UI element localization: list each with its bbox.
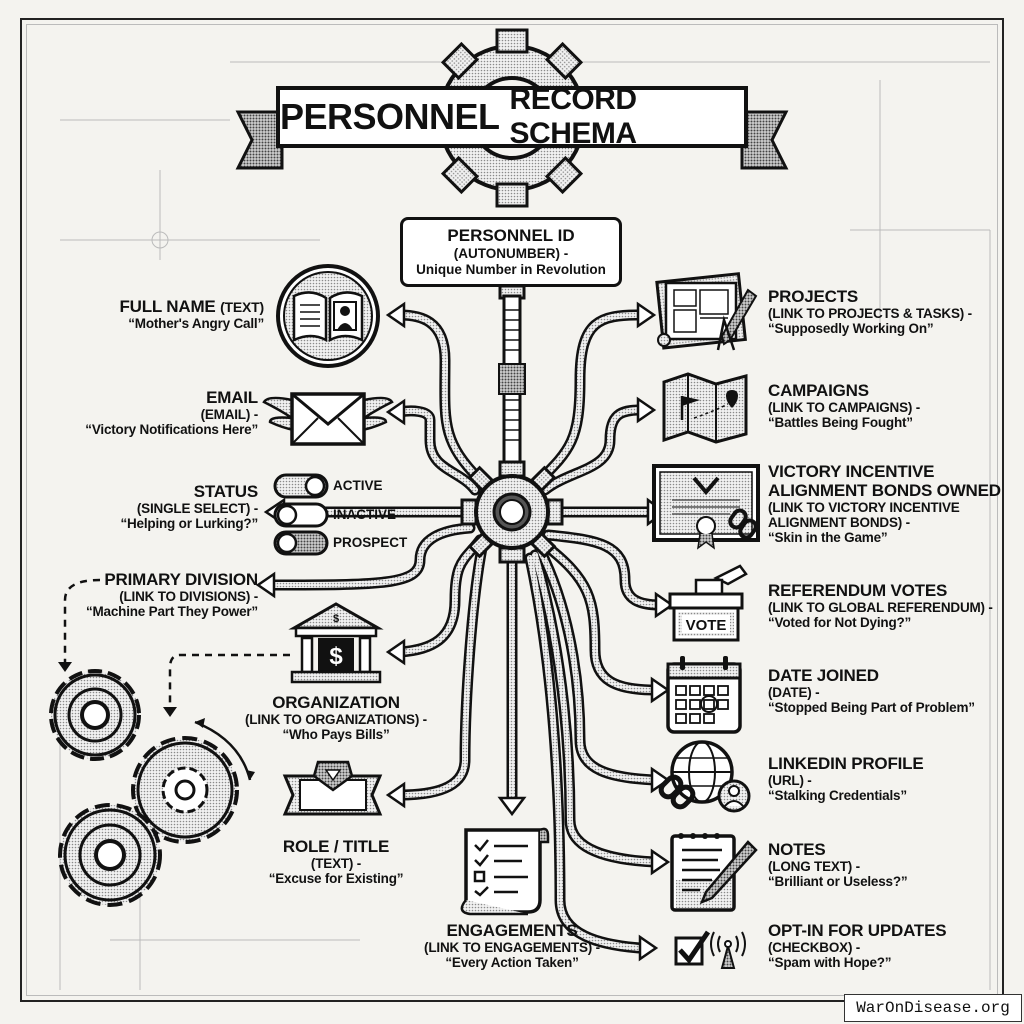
- field-description: “Excuse for Existing”: [268, 871, 404, 887]
- field-description: “Spam with Hope?”: [768, 955, 892, 971]
- field-type-line2: ALIGNMENT BONDS) -: [768, 515, 910, 531]
- badge-ribbon-icon: [282, 760, 383, 816]
- field-name: NOTES: [768, 840, 826, 859]
- field-name-line2: ALIGNMENT BONDS OWNED: [768, 481, 1001, 501]
- field-name-line1: VICTORY INCENTIVE: [768, 462, 935, 481]
- field-name: PERSONNEL ID: [447, 226, 575, 245]
- field-description: “Victory Notifications Here”: [85, 422, 258, 438]
- field-type: (TEXT): [220, 299, 264, 315]
- ballot-box-icon: VOTE: [668, 564, 748, 642]
- inner-frame: [26, 24, 998, 996]
- field-name: FULL NAME: [119, 297, 216, 316]
- field-projects: PROJECTS (LINK TO PROJECTS & TASKS) - “S…: [768, 287, 972, 336]
- field-type: (LINK TO ORGANIZATIONS) -: [245, 712, 427, 728]
- field-linkedin-profile: LINKEDIN PROFILE (URL) - “Stalking Crede…: [768, 754, 924, 804]
- watermark-link[interactable]: WarOnDisease.org: [844, 994, 1022, 1022]
- title-secondary: RECORD SCHEMA: [509, 83, 638, 150]
- field-referendum-votes: REFERENDUM VOTES (LINK TO GLOBAL REFEREN…: [768, 581, 993, 630]
- vote-icon-text: VOTE: [686, 617, 727, 634]
- field-type: (AUTONUMBER) -: [453, 246, 569, 261]
- field-email: EMAIL (EMAIL) - “Victory Notifications H…: [85, 388, 258, 437]
- gears-icon: [49, 669, 255, 907]
- dashed-flow: [63, 578, 290, 710]
- field-name: ORGANIZATION: [272, 693, 400, 712]
- book-portrait-icon: [276, 264, 380, 368]
- field-type: (LINK TO DIVISIONS) -: [119, 589, 258, 605]
- outer-frame: [20, 18, 1004, 1002]
- blueprint-icon: [655, 272, 758, 351]
- field-full-name: FULL NAME (TEXT) “Mother's Angry Call”: [119, 297, 264, 331]
- central-hub-icon: [460, 460, 564, 564]
- field-description: “Mother's Angry Call”: [128, 316, 264, 332]
- field-notes: NOTES (LONG TEXT) - “Brilliant or Useles…: [768, 840, 908, 890]
- field-type: (LONG TEXT) -: [768, 859, 860, 875]
- checkbox-antenna-icon: [674, 930, 746, 969]
- field-type-line1: (LINK TO VICTORY INCENTIVE: [768, 500, 960, 516]
- status-option-active: ACTIVE: [333, 478, 383, 493]
- field-name: PRIMARY DIVISION: [104, 570, 258, 589]
- field-type: (URL) -: [768, 773, 812, 789]
- field-name: REFERENDUM VOTES: [768, 581, 948, 600]
- certificate-icon: [652, 464, 760, 550]
- status-option-prospect: PROSPECT: [333, 535, 408, 550]
- field-description: “Skin in the Game”: [768, 530, 888, 546]
- field-type: (EMAIL) -: [200, 407, 259, 423]
- field-description: “Helping or Lurking?”: [120, 516, 258, 532]
- field-name: EMAIL: [206, 388, 258, 407]
- toggle-icon: [273, 473, 329, 556]
- field-description: “Battles Being Fought”: [768, 415, 913, 431]
- calendar-icon: [666, 656, 742, 734]
- field-type: (LINK TO GLOBAL REFERENDUM) -: [768, 600, 993, 616]
- field-type: (SINGLE SELECT) -: [136, 501, 258, 517]
- field-name: ROLE / TITLE: [282, 837, 390, 856]
- field-description: “Stopped Being Part of Problem”: [768, 700, 975, 716]
- svg-text:$: $: [333, 613, 339, 625]
- title-ribbon: [235, 110, 789, 170]
- field-name: OPT-IN FOR UPDATES: [768, 921, 947, 940]
- notepad-pen-icon: [670, 833, 758, 912]
- bank-icon: $ $: [288, 602, 384, 684]
- globe-link-icon: [658, 740, 751, 813]
- field-type: (CHECKBOX) -: [768, 940, 861, 956]
- field-opt-in: OPT-IN FOR UPDATES (CHECKBOX) - “Spam wi…: [768, 921, 947, 971]
- field-name: LINKEDIN PROFILE: [768, 754, 924, 773]
- primary-key-box: PERSONNEL ID (AUTONUMBER) - Unique Numbe…: [400, 217, 622, 287]
- field-description: “Voted for Not Dying?”: [768, 615, 912, 631]
- field-description: “Supposedly Working On”: [768, 321, 934, 337]
- checklist-scroll-icon: [460, 827, 550, 916]
- field-status: STATUS (SINGLE SELECT) - “Helping or Lur…: [120, 482, 258, 531]
- status-option-inactive: INACTIVE: [333, 507, 397, 522]
- field-campaigns: CAMPAIGNS (LINK TO CAMPAIGNS) - “Battles…: [768, 381, 920, 430]
- svg-text:$: $: [329, 643, 343, 670]
- field-description: “Stalking Credentials”: [768, 788, 907, 804]
- field-type: (LINK TO PROJECTS & TASKS) -: [768, 306, 972, 322]
- dashed-arrowheads: [58, 662, 177, 717]
- field-primary-division: PRIMARY DIVISION (LINK TO DIVISIONS) - “…: [86, 570, 258, 619]
- field-description: “Brilliant or Useless?”: [768, 874, 908, 890]
- connector-pipes-fill: [267, 312, 663, 951]
- field-type: (LINK TO ENGAGEMENTS) -: [424, 940, 600, 956]
- field-description: Unique Number in Revolution: [416, 261, 606, 277]
- map-flag-icon: [662, 372, 748, 444]
- title-primary: PERSONNEL: [280, 96, 500, 137]
- field-engagements: ENGAGEMENTS (LINK TO ENGAGEMENTS) - “Eve…: [410, 921, 614, 970]
- field-name: DATE JOINED: [768, 666, 879, 685]
- field-type: (LINK TO CAMPAIGNS) -: [768, 400, 921, 416]
- field-name: STATUS: [193, 482, 258, 501]
- field-description: “Who Pays Bills”: [282, 727, 390, 743]
- field-date-joined: DATE JOINED (DATE) - “Stopped Being Part…: [768, 666, 975, 715]
- field-description: “Every Action Taken”: [445, 955, 579, 971]
- field-name: PROJECTS: [768, 287, 859, 306]
- field-organization: ORGANIZATION (LINK TO ORGANIZATIONS) - “…: [236, 693, 436, 742]
- field-description: “Machine Part They Power”: [85, 604, 258, 620]
- field-type: (DATE) -: [768, 685, 820, 701]
- field-name: ENGAGEMENTS: [446, 921, 578, 940]
- central-spine: [498, 284, 526, 468]
- field-victory-bonds: VICTORY INCENTIVE ALIGNMENT BONDS OWNED …: [768, 462, 1001, 545]
- winged-envelope-icon: [262, 392, 394, 446]
- field-role-title: ROLE / TITLE (TEXT) - “Excuse for Existi…: [236, 837, 436, 886]
- page-title: PERSONNEL RECORD SCHEMA: [276, 83, 748, 150]
- field-name: CAMPAIGNS: [768, 381, 869, 400]
- field-type: (TEXT) -: [310, 856, 362, 872]
